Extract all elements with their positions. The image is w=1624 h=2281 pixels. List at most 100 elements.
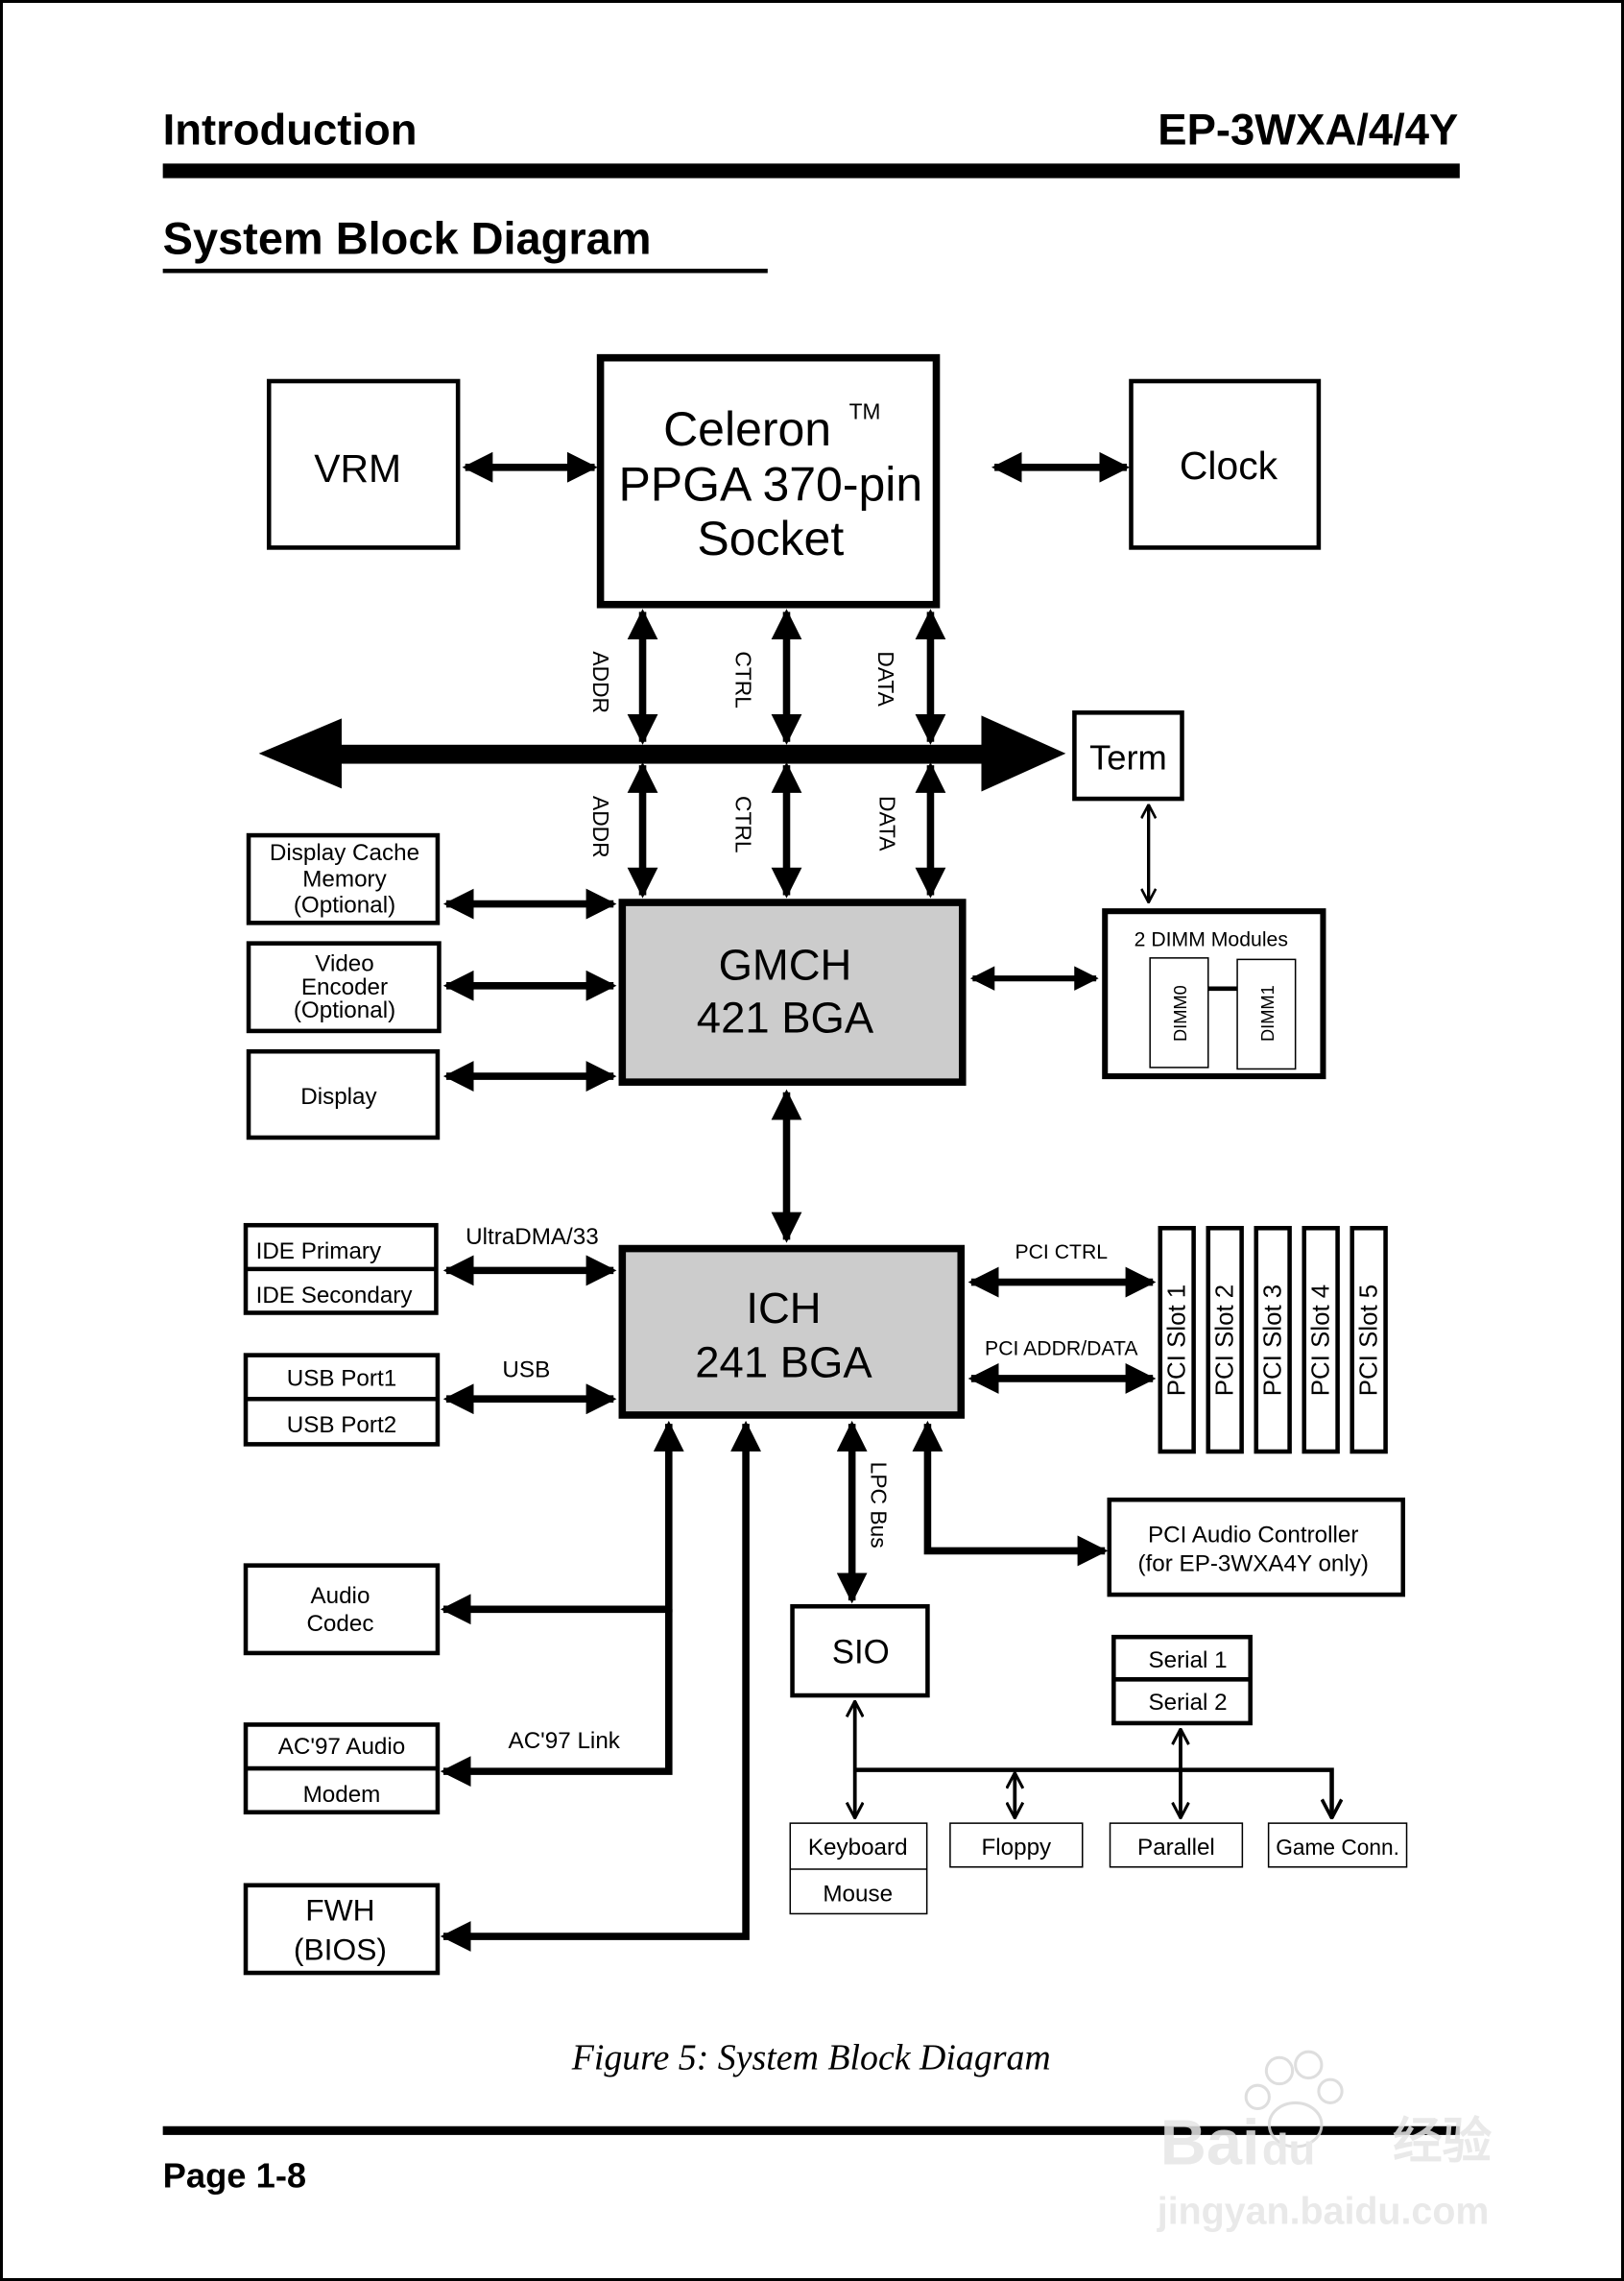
gmch-block: GMCH 421 BGA xyxy=(618,899,967,1086)
pci-slot-4-label: PCI Slot 4 xyxy=(1308,1285,1335,1396)
serial2-label: Serial 2 xyxy=(1149,1690,1228,1716)
dimm-block: 2 DIMM Modules DIMM0 DIMM1 xyxy=(1102,908,1326,1080)
game-arrow xyxy=(854,1767,1332,1818)
vrm-block: VRM xyxy=(266,378,461,550)
pci-slot-1 xyxy=(1158,1225,1196,1454)
game-label: Game Conn. xyxy=(1276,1835,1399,1860)
gmch-package: 421 BGA xyxy=(697,993,874,1042)
audio-codec-line2: Codec xyxy=(306,1611,373,1637)
fwh-line2: (BIOS) xyxy=(294,1932,387,1966)
ich-package: 241 BGA xyxy=(695,1337,872,1386)
parallel-block: Parallel xyxy=(1109,1822,1244,1868)
watermark-brand: Bai xyxy=(1160,2107,1260,2178)
pci-slot-2 xyxy=(1206,1225,1244,1454)
ide-secondary-label: IDE Secondary xyxy=(256,1283,414,1309)
pci-slot-2-label: PCI Slot 2 xyxy=(1212,1285,1239,1396)
usb-link-label: USB xyxy=(502,1357,550,1382)
pci-audio-line1: PCI Audio Controller xyxy=(1148,1522,1358,1548)
pci-slot-4 xyxy=(1302,1225,1340,1454)
keyboard-label: Keyboard xyxy=(808,1835,908,1861)
parallel-label: Parallel xyxy=(1137,1835,1215,1861)
dimm0-label: DIMM0 xyxy=(1171,985,1190,1042)
cpu-trademark: TM xyxy=(849,399,881,424)
header-rule xyxy=(162,163,1460,179)
pci-slots: PCI Slot 1 PCI Slot 2 PCI Slot 3 PCI Slo… xyxy=(1158,1225,1388,1454)
display-cache-block: Display Cache Memory (Optional) xyxy=(246,832,441,925)
cpu-host-bus-arrows: ADDR CTRL DATA xyxy=(588,609,946,745)
sio-label: SIO xyxy=(832,1633,890,1670)
footer-rule xyxy=(162,2125,1460,2135)
figure-caption: Figure 5: System Block Diagram xyxy=(571,2037,1051,2077)
watermark-url: jingyan.baidu.com xyxy=(1157,2191,1490,2233)
dimm1-label: DIMM1 xyxy=(1258,985,1278,1042)
cpu-block: Celeron TM PPGA 370-pin Socket xyxy=(596,353,941,609)
display-block: Display xyxy=(246,1048,441,1140)
model-header: EP-3WXA/4/4Y xyxy=(1158,106,1458,155)
serial1-label: Serial 1 xyxy=(1149,1647,1228,1673)
watermark-brand2: du xyxy=(1262,2125,1315,2173)
cpu-name: Celeron xyxy=(663,402,831,456)
floppy-block: Floppy xyxy=(949,1822,1084,1868)
paw-icon xyxy=(1244,2050,1344,2149)
gmch-name: GMCH xyxy=(719,941,852,990)
keyboard-mouse-block: Keyboard Mouse xyxy=(789,1822,928,1915)
addr-label-upper: ADDR xyxy=(588,651,613,713)
ich-name: ICH xyxy=(746,1284,821,1333)
ac97-block: AC'97 Audio Modem xyxy=(243,1722,441,1814)
video-encoder-line2: Encoder xyxy=(301,974,388,1000)
game-block: Game Conn. xyxy=(1267,1822,1408,1868)
dimm0-slot xyxy=(1149,957,1209,1068)
ac97-audio-label: AC'97 Audio xyxy=(278,1734,406,1760)
ide-block: IDE Primary IDE Secondary xyxy=(243,1222,439,1315)
dimm-title: 2 DIMM Modules xyxy=(1134,928,1288,951)
mouse-label: Mouse xyxy=(823,1881,893,1907)
floppy-label: Floppy xyxy=(981,1835,1052,1861)
pci-slot-3-label: PCI Slot 3 xyxy=(1260,1285,1287,1396)
host-bus-arrow xyxy=(258,715,1066,792)
vrm-label: VRM xyxy=(314,446,401,491)
serial-block: Serial 1 Serial 2 xyxy=(1111,1634,1253,1726)
fwh-link-line xyxy=(440,1420,761,1952)
dimm1-slot xyxy=(1236,958,1297,1070)
title-underline xyxy=(162,268,768,274)
usb-port1-label: USB Port1 xyxy=(287,1366,396,1392)
ide-primary-label: IDE Primary xyxy=(256,1238,382,1264)
pci-audio-line2: (for EP-3WXA4Y only) xyxy=(1138,1551,1369,1577)
ac97-link-label: AC'97 Link xyxy=(509,1728,621,1754)
cpu-package: PPGA 370-pin xyxy=(618,458,922,512)
addr-label-lower: ADDR xyxy=(588,796,613,858)
pci-slot-1-label: PCI Slot 1 xyxy=(1164,1285,1191,1396)
pci-slot-3 xyxy=(1254,1225,1292,1454)
fwh-line1: FWH xyxy=(305,1892,374,1927)
pci-ctrl-label: PCI CTRL xyxy=(1015,1240,1108,1263)
video-encoder-block: Video Encoder (Optional) xyxy=(246,941,442,1034)
host-gmch-arrows: ADDR CTRL DATA xyxy=(588,761,946,899)
clock-block: Clock xyxy=(1129,378,1322,550)
fwh-block: FWH (BIOS) xyxy=(243,1883,441,1976)
pci-slot-5-label: PCI Slot 5 xyxy=(1356,1285,1383,1396)
page-number: Page 1-8 xyxy=(163,2156,307,2196)
video-encoder-line1: Video xyxy=(315,951,373,977)
usb-port2-label: USB Port2 xyxy=(287,1412,396,1438)
display-cache-line3: (Optional) xyxy=(294,893,395,919)
pci-audio-block: PCI Audio Controller (for EP-3WXA4Y only… xyxy=(1107,1497,1406,1597)
sio-distribution xyxy=(855,1701,1332,1818)
clock-label: Clock xyxy=(1180,444,1278,488)
pci-slot-5 xyxy=(1349,1225,1388,1454)
term-label: Term xyxy=(1089,738,1167,778)
term-block: Term xyxy=(1072,710,1184,802)
page-title: System Block Diagram xyxy=(163,213,652,264)
sio-block: SIO xyxy=(790,1603,930,1698)
ctrl-label-lower: CTRL xyxy=(730,796,755,853)
modem-label: Modem xyxy=(303,1782,381,1808)
ultradma-label: UltraDMA/33 xyxy=(466,1224,599,1250)
display-cache-line1: Display Cache xyxy=(270,840,419,866)
pci-audio-link-line xyxy=(912,1420,1109,1567)
cpu-socket: Socket xyxy=(697,512,844,565)
audio-codec-block: Audio Codec xyxy=(243,1563,441,1656)
video-encoder-line3: (Optional) xyxy=(294,997,395,1023)
watermark-cn: 经验 xyxy=(1393,2113,1492,2169)
